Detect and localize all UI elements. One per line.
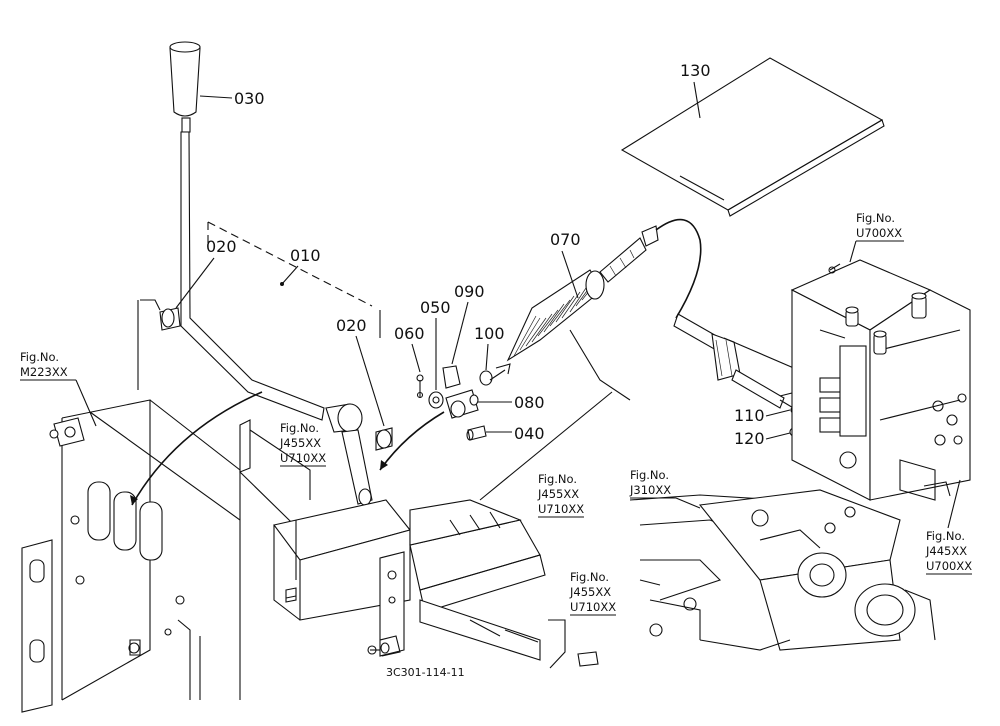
fig-ref-m223-head: Fig.No. [20,350,59,364]
fig-ref-j455c-line1: J455XX [569,585,611,599]
fig-ref-j445-head: Fig.No. [926,529,965,543]
control-cable-070 [506,218,805,438]
part-number-010: 010 [290,246,321,265]
operator-manual-130 [620,57,885,217]
fig-ref-j455a-line2: U710XX [280,451,326,465]
part-number-020-right: 020 [336,316,367,335]
fig-ref-j455a-head: Fig.No. [280,421,319,435]
part-number-080: 080 [514,393,545,412]
cable-link-parts [416,363,511,441]
figure-reference-labels: Fig.No. M223XX Fig.No. J455XX U710XX Fig… [20,211,972,616]
fig-ref-j445-line2: U700XX [926,559,972,573]
part-number-030: 030 [234,89,265,108]
part-number-120: 120 [734,429,765,448]
lever-guide-bracket [239,419,599,669]
drawing-code: 3C301-114-11 [386,666,465,679]
fig-ref-u700-code: U700XX [856,226,902,240]
part-number-050: 050 [420,298,451,317]
fig-ref-j455c-head: Fig.No. [570,570,609,584]
fig-ref-m223-code: M223XX [20,365,68,379]
fig-ref-u700-head: Fig.No. [856,211,895,225]
dashed-assembly-box [207,221,373,307]
fig-ref-j455b-line2: U710XX [538,502,584,516]
part-labels: 030 020 010 020 060 050 090 100 080 040 … [175,61,791,448]
part-number-060: 060 [394,324,425,343]
part-number-100: 100 [474,324,505,343]
shift-lever-010 [159,41,393,506]
fig-ref-j445-line1: J445XX [925,544,967,558]
part-number-070: 070 [550,230,581,249]
fig-ref-j310-code: J310XX [629,483,671,497]
control-valve-assembly [790,259,971,501]
fig-ref-j455b-line1: J455XX [537,487,579,501]
fig-ref-j310-head: Fig.No. [630,468,669,482]
assembly-arrow-lines [130,391,445,506]
fig-ref-j455b-head: Fig.No. [538,472,577,486]
part-number-020-left: 020 [206,237,237,256]
transmission-housing [629,489,936,651]
side-panel-drawing [21,299,241,713]
fig-ref-j455a-line1: J455XX [279,436,321,450]
part-number-130: 130 [680,61,711,80]
part-number-110: 110 [734,406,765,425]
part-number-040: 040 [514,424,545,443]
fig-ref-j455c-line2: U710XX [570,600,616,614]
part-number-090: 090 [454,282,485,301]
